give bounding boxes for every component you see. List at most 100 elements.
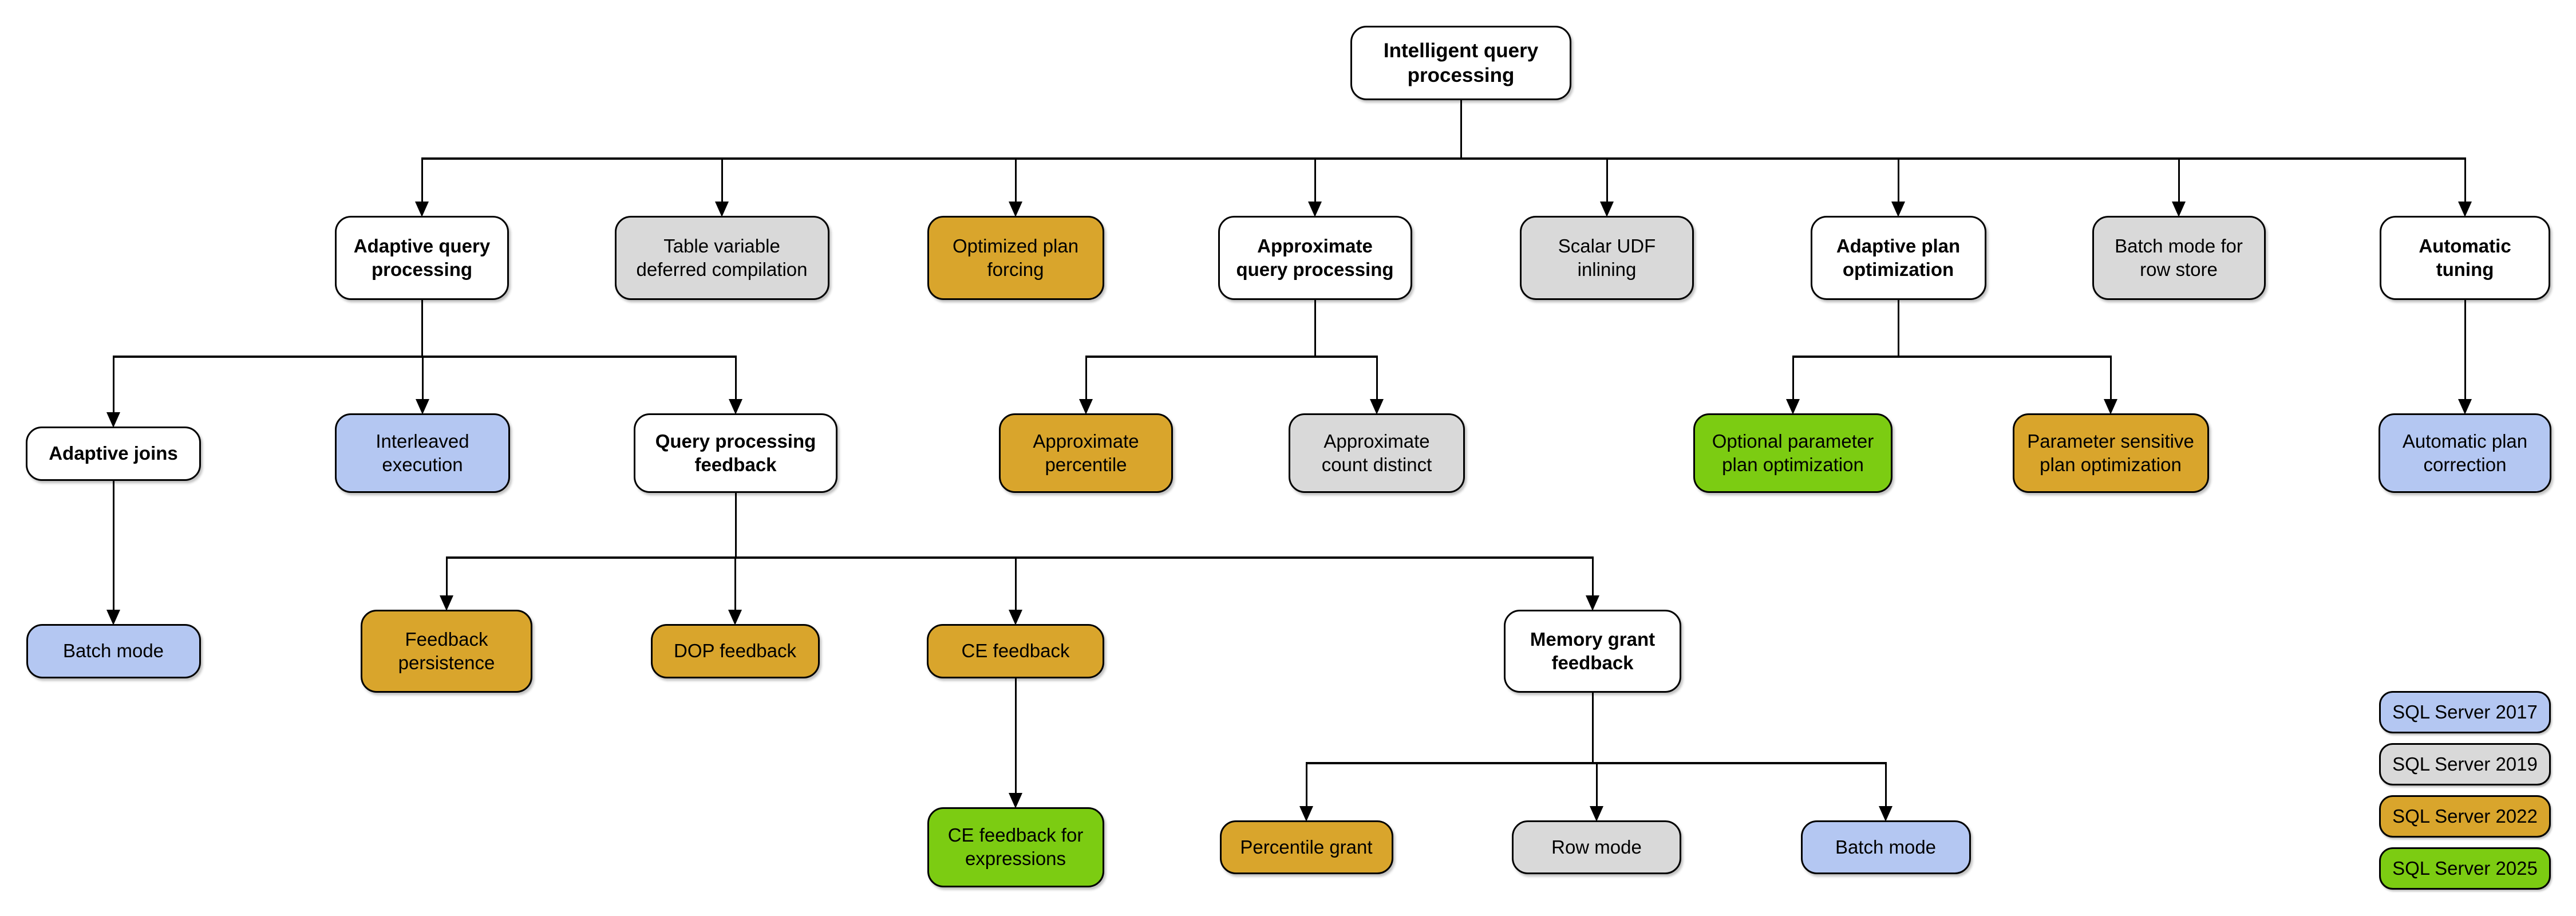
edge-drop [2464,356,2466,400]
node-label: Interleaved execution [376,430,469,475]
arrowhead-down [440,595,453,611]
node-label: Table variable deferred compilation [636,235,808,280]
node-label: CE feedback for expressions [947,824,1084,869]
node-axqp: Approximate query processing [1218,216,1412,300]
edge-drop [421,157,423,203]
edge-drop [1014,157,1017,203]
edge-stem [1314,299,1316,358]
edge-drop [1606,157,1608,203]
edge-split [1792,356,2112,358]
arrowhead-down [1586,595,1599,611]
edge-drop [421,356,424,400]
legend-label: SQL Server 2022 [2392,806,2538,827]
node-pg: Percentile grant [1219,820,1393,874]
arrowhead-down [106,610,120,625]
arrowhead-down [729,399,742,414]
node-aj: Adaptive joins [26,427,201,481]
node-tvdc: Table variable deferred compilation [614,216,829,300]
node-qpf: Query processing feedback [634,413,837,493]
node-bm2: Batch mode [1800,820,1971,874]
arrowhead-down [715,202,729,217]
node-acd: Approximate count distinct [1289,413,1465,493]
node-label: Adaptive query processing [353,235,491,280]
node-label: Approximate percentile [1033,430,1139,475]
edge-drop [1884,762,1887,807]
edge-drop [1897,157,1899,203]
edge-stem [1460,99,1462,160]
arrowhead-down [1009,793,1022,808]
node-label: Batch mode for row store [2115,235,2243,280]
edge-stem [1591,692,1594,764]
node-label: Batch mode [62,640,164,662]
node-cefe: CE feedback for expressions [927,807,1104,887]
edge-split [1085,356,1378,358]
arrowhead-down [1079,399,1093,414]
legend-item-sql-server-2017: SQL Server 2017 [2379,691,2551,733]
arrowhead-down [2458,202,2472,217]
arrowhead-down [106,412,120,428]
node-label: Scalar UDF inlining [1558,235,1656,280]
edge-split [421,157,2466,160]
node-label: Batch mode [1835,836,1937,858]
edge-drop [734,556,736,611]
node-label: Percentile grant [1240,836,1373,858]
node-label: Feedback persistence [398,628,495,673]
arrowhead-down [728,610,742,625]
arrowhead-down [415,202,429,217]
arrowhead-down [1879,806,1893,822]
node-oppo: Optional parameter plan optimization [1693,413,1893,493]
node-rm: Row mode [1512,820,1681,874]
edge-drop [1376,356,1378,400]
arrowhead-down [1891,202,1905,217]
edge-stem [734,492,737,559]
edge-stem [1897,299,1899,358]
edge-drop [2464,157,2466,203]
legend-label: SQL Server 2017 [2392,701,2538,722]
node-label: DOP feedback [673,640,797,662]
node-at: Automatic tuning [2380,216,2550,300]
arrowhead-down [2104,399,2117,414]
node-ap: Approximate percentile [999,413,1173,493]
node-fp: Feedback persistence [361,610,532,693]
node-mgf: Memory grant feedback [1504,610,1681,693]
arrowhead-down [1370,399,1384,414]
arrowhead-down [1299,806,1313,822]
arrowhead-down [1590,806,1603,822]
node-label: Approximate count distinct [1321,430,1432,475]
edge-drop [1792,356,1794,400]
edge-drop [1595,762,1598,807]
edge-drop [1591,556,1594,597]
legend-item-sql-server-2025: SQL Server 2025 [2379,847,2551,890]
node-label: Row mode [1551,836,1642,858]
node-label: Optimized plan forcing [952,235,1079,280]
node-bm1: Batch mode [26,624,201,678]
edge-stem [1014,677,1017,764]
arrowhead-down [416,399,429,414]
legend-label: SQL Server 2025 [2392,858,2538,879]
edge-drop [2109,356,2112,400]
node-label: Optional parameter plan optimization [1712,430,1874,475]
arrowhead-down [2458,399,2472,414]
edge-drop [734,356,737,400]
node-label: Query processing feedback [655,430,816,475]
edge-drop [2178,157,2180,203]
arrowhead-down [1600,202,1614,217]
legend-label: SQL Server 2019 [2392,753,2538,775]
arrowhead-down [2172,202,2186,217]
node-label: Adaptive joins [49,443,178,464]
edge-stem [2464,299,2466,358]
node-ie: Interleaved execution [335,413,510,493]
arrowhead-down [1009,610,1022,625]
edge-drop [721,157,723,203]
edge-stem [421,299,423,358]
node-label: CE feedback [961,640,1070,662]
node-aqp: Adaptive query processing [335,216,509,300]
node-label: Parameter sensitive plan optimization [2027,430,2194,475]
legend-item-sql-server-2019: SQL Server 2019 [2379,743,2551,785]
edge-drop [1085,356,1087,400]
node-pspo: Parameter sensitive plan optimization [2012,413,2209,493]
node-label: Memory grant feedback [1530,628,1656,673]
node-apc: Automatic plan correction [2379,413,2551,493]
edge-drop [112,556,114,611]
